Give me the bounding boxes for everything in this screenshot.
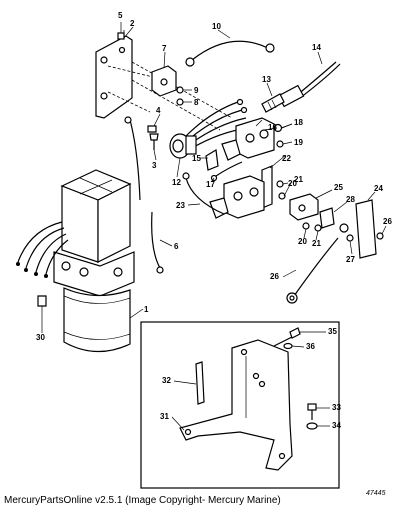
screw-20-lower [302,222,310,230]
callout-14: 14 [312,43,321,52]
bolt-35 [273,327,301,347]
fuse-28 [319,207,349,233]
callout-21-lower: 21 [312,239,321,248]
bolt-33 [307,403,317,420]
fuse-holder-27 [289,193,319,221]
cover-22 [355,199,377,259]
callout-26: 26 [270,272,279,281]
screw-5 [117,32,125,40]
callout-6: 6 [174,242,179,251]
callout-22: 24 [374,184,383,193]
screw-23 [376,232,384,240]
callout-33: 33 [332,403,341,412]
pad-32 [195,361,205,405]
cable-26 [286,237,339,304]
callout-19: 19 [294,138,303,147]
callout-1: 1 [144,305,149,314]
callout-17: 17 [206,180,215,189]
inset-box [140,321,340,489]
screw-3 [149,133,159,150]
nut-19 [276,140,284,148]
callout-31: 31 [160,412,169,421]
callout-8: 8 [194,98,199,107]
callout-25: 23 [176,201,185,210]
callout-18: 18 [294,118,303,127]
callout-32: 32 [162,376,171,385]
washer-36 [283,342,293,350]
callout-20-lower: 20 [298,237,307,246]
callout-28: 28 [346,195,355,204]
callout-35: 35 [328,327,337,336]
callout-21-upper: 21 [294,175,303,184]
leader-lines [41,22,387,333]
terminal-block [151,65,177,97]
cable-14 [277,61,341,108]
callout-20-upper: 20 [288,179,297,188]
pump-motor [53,169,135,353]
figure-number: 47445 [366,490,386,497]
callout-2: 2 [130,19,135,28]
callout-4: 4 [156,106,161,115]
solenoid-upper [221,117,275,161]
inset-leader-lines [171,331,330,431]
callout-27: 25 [334,183,343,192]
screw-8 [176,98,192,106]
callout-36: 36 [306,342,315,351]
callout-24: 22 [282,154,291,163]
callout-7: 7 [162,44,167,53]
support-bracket [179,339,293,471]
callout-16: 16 [268,123,277,132]
solenoid-lower [209,175,265,219]
plug-12 [169,133,197,159]
fitting-30 [37,295,47,307]
screw-29 [346,234,354,242]
callout-13: 13 [262,75,271,84]
copyright-caption: MercuryPartsOnline v2.5.1 (Image Copyrig… [4,495,281,506]
screw-21-upper [278,192,286,200]
callout-34: 34 [332,421,341,430]
callout-9: 9 [194,86,199,95]
connector-13 [261,93,285,113]
nut-34 [306,422,318,430]
callout-3: 3 [152,161,157,170]
screw-9 [176,86,192,94]
callout-23: 26 [383,217,392,226]
bracket-ground-wire [124,116,141,201]
callout-15: 15 [192,154,201,163]
screw-4 [147,125,157,133]
clip-15 [205,149,219,171]
screw-21-lower [314,224,322,232]
callout-29: 27 [346,255,355,264]
cable-6 [151,211,164,274]
wire-17 [210,161,243,182]
hydraulic-lines [16,221,69,278]
mounting-bracket [95,28,133,119]
cable-10 [185,40,275,67]
screw-20-upper [276,180,284,188]
cable-25 [182,172,225,215]
callout-12: 12 [172,178,181,187]
callout-30: 30 [36,333,45,342]
callout-5: 5 [118,11,123,20]
callout-10: 10 [212,22,221,31]
